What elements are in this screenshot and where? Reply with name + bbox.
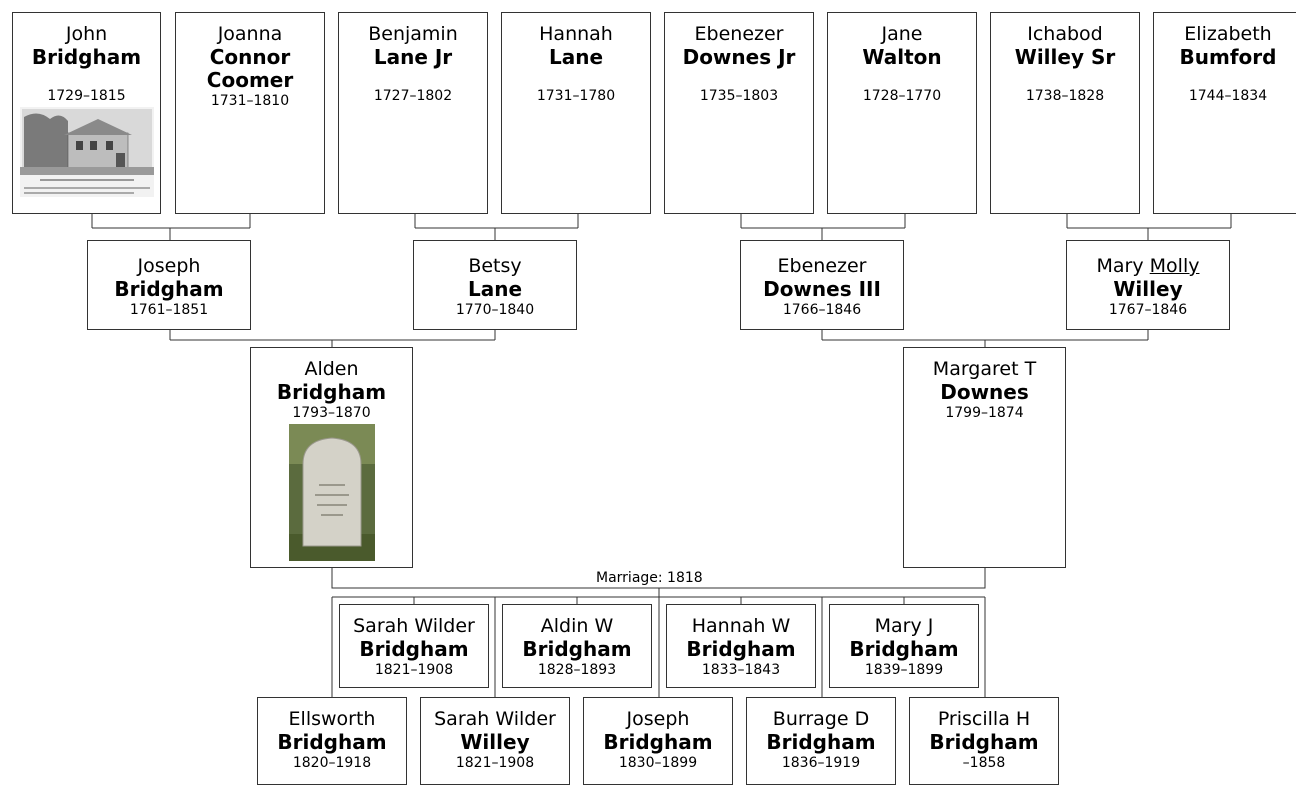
person-card-benjamin-lane-jr[interactable]: Benjamin Lane Jr 1727–1802 — [338, 12, 488, 214]
life-dates: 1766–1846 — [782, 302, 862, 318]
life-dates: 1767–1846 — [1108, 302, 1188, 318]
last-name: Bumford — [1179, 45, 1277, 69]
person-card-mary-j-bridgham[interactable]: Mary J Bridgham 1839–1899 — [829, 604, 979, 688]
last-name: Bridgham — [522, 637, 632, 661]
first-name: Ichabod — [1027, 23, 1103, 45]
life-dates: 1735–1803 — [699, 88, 779, 104]
person-card-hannah-lane[interactable]: Hannah Lane 1731–1780 — [501, 12, 651, 214]
life-dates: 1821–1908 — [455, 755, 535, 771]
last-name: Bridgham — [603, 730, 713, 754]
nickname: Molly — [1149, 255, 1200, 277]
first-name: Mary J — [874, 615, 934, 637]
first-name: Mary — [1096, 255, 1144, 277]
life-dates: 1830–1899 — [618, 755, 698, 771]
life-dates: 1799–1874 — [945, 405, 1024, 421]
last-name: Bridgham — [276, 380, 387, 404]
first-name: John — [65, 23, 108, 45]
person-card-margaret-t-downes[interactable]: Margaret T Downes 1799–1874 — [903, 347, 1066, 568]
marriage-label: Marriage: 1818 — [594, 570, 705, 586]
last-name: Bridgham — [929, 730, 1039, 754]
last-name: Willey Sr — [1014, 45, 1116, 69]
life-dates: 1761–1851 — [129, 302, 209, 318]
first-name: Jane — [881, 23, 923, 45]
person-card-joseph-bridgham-child[interactable]: Joseph Bridgham 1830–1899 — [583, 697, 733, 785]
life-dates: 1828–1893 — [537, 662, 617, 678]
life-dates: 1727–1802 — [373, 88, 453, 104]
person-card-joanna-connor-coomer[interactable]: Joanna Connor Coomer 1731–1810 — [175, 12, 325, 214]
person-card-alden-bridgham[interactable]: Alden Bridgham 1793–1870 — [250, 347, 413, 568]
first-name: Priscilla H — [937, 708, 1031, 730]
life-dates: 1793–1870 — [292, 405, 371, 421]
life-dates: 1729–1815 — [47, 88, 126, 104]
first-name: Ellsworth — [288, 708, 376, 730]
first-name: Betsy — [468, 255, 522, 277]
person-card-ichabod-willey-sr[interactable]: Ichabod Willey Sr 1738–1828 — [990, 12, 1140, 214]
person-card-burrage-d-bridgham[interactable]: Burrage D Bridgham 1836–1919 — [746, 697, 896, 785]
life-dates: 1839–1899 — [864, 662, 944, 678]
life-dates: 1738–1828 — [1025, 88, 1105, 104]
last-name: Lane — [548, 45, 604, 69]
last-name: Willey — [460, 730, 530, 754]
first-name: Hannah W — [691, 615, 791, 637]
person-card-aldin-w-bridgham[interactable]: Aldin W Bridgham 1828–1893 — [502, 604, 652, 688]
life-dates: –1858 — [962, 755, 1006, 771]
gravestone-photo — [288, 424, 375, 561]
person-card-jane-walton[interactable]: Jane Walton 1728–1770 — [827, 12, 977, 214]
last-name: Bridgham — [849, 637, 959, 661]
life-dates: 1731–1780 — [536, 88, 616, 104]
last-name: Walton — [862, 45, 942, 69]
life-dates: 1833–1843 — [701, 662, 781, 678]
last-name: Downes — [940, 380, 1029, 404]
person-card-elizabeth-bumford[interactable]: Elizabeth Bumford 1744–1834 — [1153, 12, 1296, 214]
person-card-ebenezer-downes-iii[interactable]: Ebenezer Downes III 1766–1846 — [740, 240, 904, 330]
person-card-hannah-w-bridgham[interactable]: Hannah W Bridgham 1833–1843 — [666, 604, 816, 688]
last-name: Bridgham — [31, 45, 142, 69]
life-dates: 1820–1918 — [292, 755, 372, 771]
first-name: Ebenezer — [694, 23, 784, 45]
person-card-betsy-lane[interactable]: Betsy Lane 1770–1840 — [413, 240, 577, 330]
first-name: Joanna — [217, 23, 283, 45]
first-name: Hannah — [539, 23, 613, 45]
last-name: Lane — [467, 277, 523, 301]
first-name: Benjamin — [368, 23, 458, 45]
first-name: Joseph — [137, 255, 201, 277]
person-card-mary-molly-willey[interactable]: Mary Molly Willey 1767–1846 — [1066, 240, 1230, 330]
last-name: Downes III — [763, 277, 881, 301]
first-name: Sarah Wilder — [353, 615, 475, 637]
life-dates: 1770–1840 — [455, 302, 535, 318]
person-card-ebenezer-downes-jr[interactable]: Ebenezer Downes Jr 1735–1803 — [664, 12, 814, 214]
person-card-sarah-wilder-bridgham[interactable]: Sarah Wilder Bridgham 1821–1908 — [339, 604, 489, 688]
first-name: Margaret T — [932, 358, 1037, 380]
first-name: Alden — [304, 358, 359, 380]
first-name: Sarah Wilder — [434, 708, 556, 730]
last-name: Bridgham — [766, 730, 876, 754]
first-name: Burrage D — [772, 708, 870, 730]
last-name: Bridgham — [686, 637, 796, 661]
last-name: Bridgham — [359, 637, 469, 661]
last-name: Willey — [1113, 277, 1183, 301]
first-name: Ebenezer — [777, 255, 867, 277]
person-card-sarah-wilder-willey[interactable]: Sarah Wilder Willey 1821–1908 — [420, 697, 570, 785]
life-dates: 1728–1770 — [862, 88, 942, 104]
person-card-john-bridgham[interactable]: John Bridgham 1729–1815 — [12, 12, 161, 214]
first-name: Joseph — [626, 708, 690, 730]
last-name: Downes Jr — [682, 45, 796, 69]
person-card-priscilla-h-bridgham[interactable]: Priscilla H Bridgham –1858 — [909, 697, 1059, 785]
first-name-with-nickname: Mary Molly — [1067, 255, 1229, 278]
last-name: Connor Coomer — [206, 45, 294, 92]
first-name: Aldin W — [540, 615, 614, 637]
life-dates: 1744–1834 — [1188, 88, 1268, 104]
life-dates: 1821–1908 — [374, 662, 454, 678]
life-dates: 1836–1919 — [781, 755, 861, 771]
house-photo — [19, 107, 154, 197]
life-dates: 1731–1810 — [210, 93, 290, 109]
person-card-joseph-bridgham-grandparent[interactable]: Joseph Bridgham 1761–1851 — [87, 240, 251, 330]
last-name: Bridgham — [114, 277, 224, 301]
person-card-ellsworth-bridgham[interactable]: Ellsworth Bridgham 1820–1918 — [257, 697, 407, 785]
last-name: Bridgham — [277, 730, 387, 754]
first-name: Elizabeth — [1184, 23, 1272, 45]
last-name: Lane Jr — [373, 45, 453, 69]
